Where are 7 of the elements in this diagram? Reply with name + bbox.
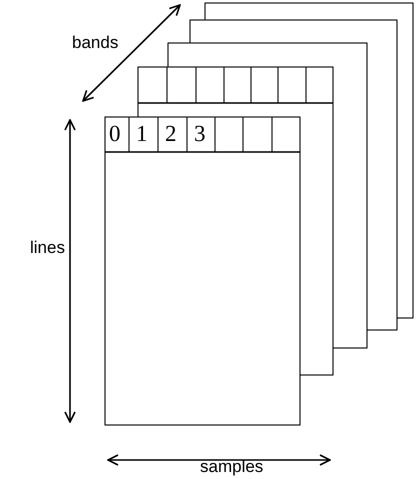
axis-label: samples (200, 457, 264, 477)
cell-number: 1 (136, 121, 148, 147)
axis-label: bands (72, 33, 118, 53)
cell-number: 2 (165, 121, 176, 147)
axis-label: lines (30, 238, 65, 258)
cell-number: 3 (194, 121, 206, 147)
cell-number: 0 (109, 121, 120, 147)
